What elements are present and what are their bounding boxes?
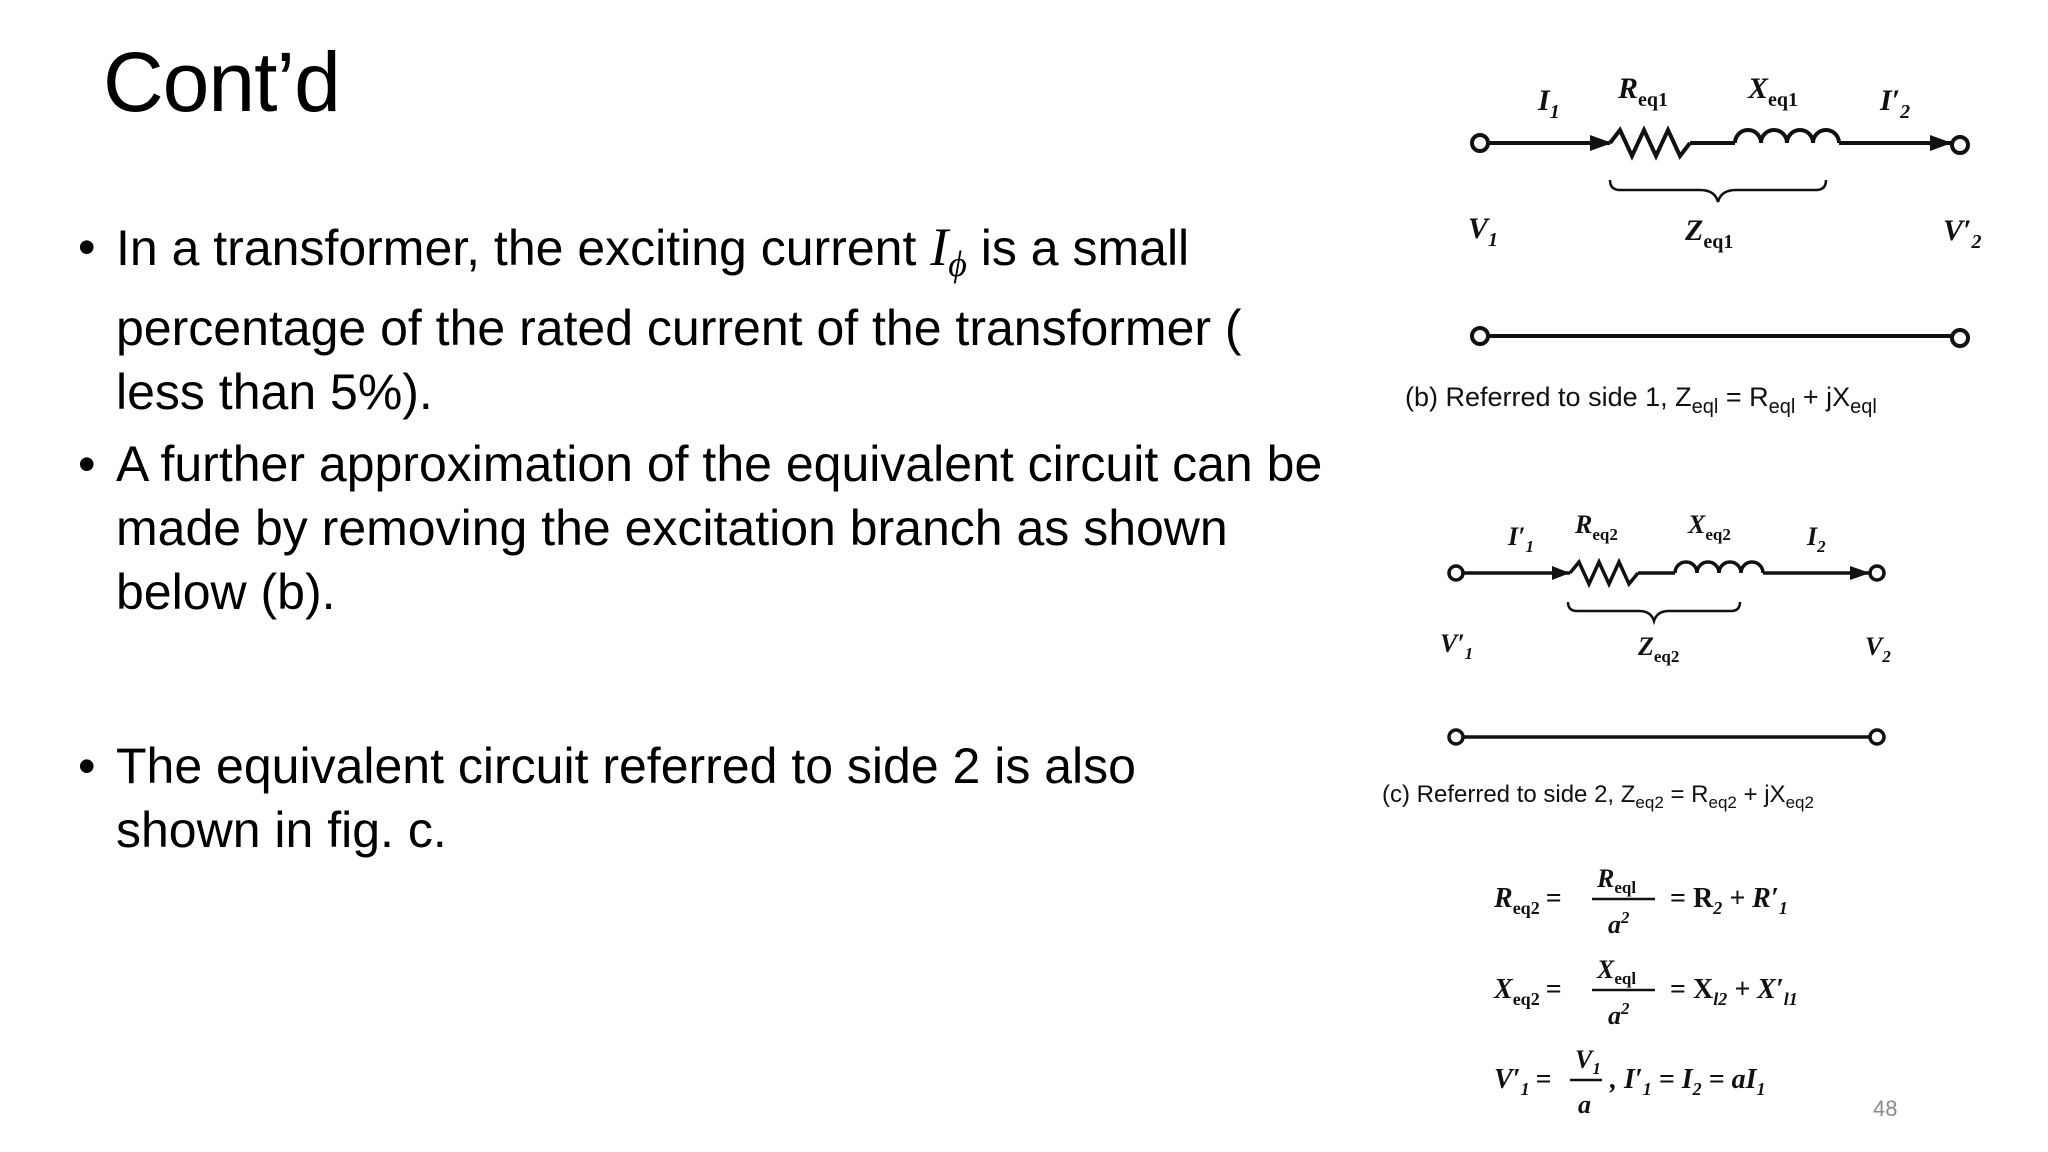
caption-c: (c) Referred to side 2, Zeq2 = Req2 + jX…	[1382, 781, 1814, 812]
bullet-text: The equivalent circuit referred to side …	[116, 738, 1136, 858]
page-number: 48	[1873, 1096, 1898, 1121]
current-arrow	[1850, 566, 1870, 580]
terminal	[1950, 328, 1970, 348]
eq1-lhs: Req2=	[1493, 883, 1562, 918]
circuit-figure-c: I′1 Req2 Xeq2 I2 V′1 Zeq2 V2 (c) Referre…	[1382, 510, 1891, 812]
label-v1-prime: V′1	[1440, 629, 1473, 663]
label-v2: V2	[1865, 632, 1891, 666]
terminal	[1868, 728, 1886, 746]
label-i2-prime: I′2	[1879, 84, 1910, 123]
resistor-symbol	[1608, 125, 1692, 161]
current-arrow	[1930, 135, 1952, 151]
eq1-numerator: Reql	[1596, 864, 1636, 897]
eq3-denominator: a	[1578, 1090, 1591, 1119]
label-i1-prime: I′1	[1507, 522, 1534, 556]
eq2-numerator: Xeql	[1596, 955, 1636, 988]
inductor-symbol	[1673, 560, 1765, 574]
caption-b: (b) Referred to side 1, Zeql = Reql + jX…	[1405, 382, 1877, 418]
label-i1: I1	[1537, 84, 1560, 123]
bullet-item: • In a transformer, the exciting current…	[78, 215, 1328, 424]
bullet-item: • A further approximation of the equival…	[78, 432, 1328, 624]
slide-title: Cont’d	[103, 35, 341, 129]
terminal	[1470, 326, 1490, 346]
label-xeq1: Xeq1	[1747, 72, 1798, 111]
eq3-lhs: V′1=	[1494, 1064, 1552, 1099]
eq1-rhs: = R2 + R′1	[1670, 883, 1788, 918]
label-zeq2: Zeq2	[1637, 632, 1679, 666]
circuit-figure-b: I1 Req1 Xeq1 I′2 V1 Zeq1 V′2 (b) Referre…	[1405, 72, 1981, 418]
eq1-denominator: a2	[1608, 908, 1630, 939]
label-zeq1: Zeq1	[1684, 214, 1733, 253]
eq2-denominator: a2	[1608, 999, 1630, 1030]
equations-block: Req2= Reql a2 = R2 + R′1 Xeq2= Xeql a2 =…	[1493, 864, 1798, 1119]
terminal	[1470, 133, 1490, 153]
eq2-lhs: Xeq2=	[1493, 974, 1562, 1009]
terminal	[1868, 564, 1886, 582]
label-v1: V1	[1468, 212, 1498, 251]
bullet-text: A further approximation of the equivalen…	[116, 436, 1323, 620]
label-req1: Req1	[1617, 72, 1668, 111]
bullet-dot: •	[78, 436, 96, 492]
bullet-item: • The equivalent circuit referred to sid…	[78, 734, 1266, 862]
label-xeq2: Xeq2	[1687, 510, 1731, 544]
bullet-dot: •	[78, 219, 96, 275]
current-arrow	[1552, 566, 1570, 580]
resistor-symbol	[1568, 557, 1640, 589]
eq2-rhs: = Xl2 + X′l1	[1670, 974, 1798, 1009]
eq3-numerator: V1	[1575, 1045, 1601, 1078]
current-arrow	[1590, 135, 1612, 151]
inductor-symbol	[1733, 128, 1841, 144]
terminal	[1447, 564, 1465, 582]
label-i2: I2	[1806, 522, 1826, 556]
brace	[1566, 601, 1742, 626]
bullet-text: In a transformer, the exciting current I…	[116, 217, 1242, 420]
brace	[1608, 179, 1828, 203]
eq3-rhs: , I′1 = I2 = aI1	[1609, 1064, 1766, 1099]
label-req2: Req2	[1574, 510, 1618, 544]
terminal	[1950, 135, 1970, 155]
terminal	[1447, 728, 1465, 746]
label-v2-prime: V′2	[1943, 214, 1981, 253]
bullet-dot: •	[78, 738, 96, 794]
